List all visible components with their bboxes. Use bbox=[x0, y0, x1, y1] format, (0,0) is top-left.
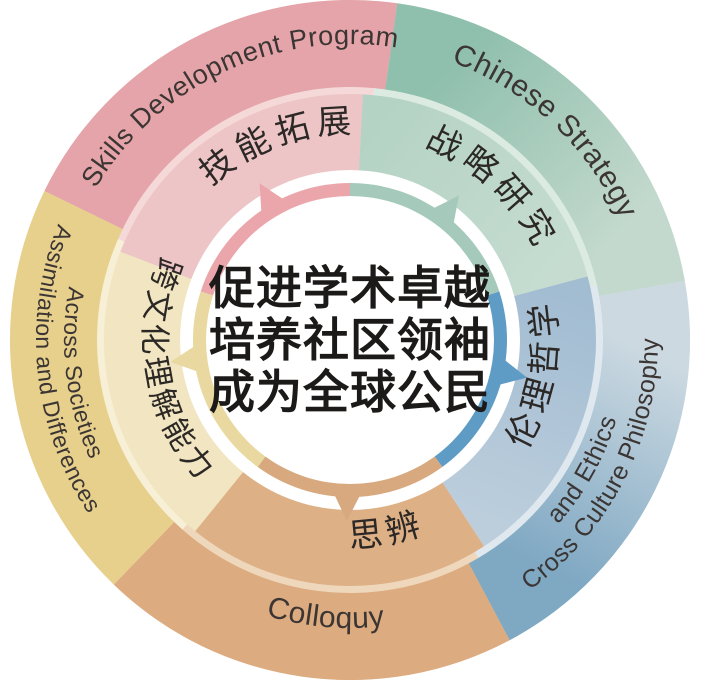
cycle-ring-cross-culture-philosophy-ethics bbox=[434, 291, 508, 468]
inner-band-colloquy bbox=[195, 472, 484, 586]
cycle-ring-assimilation-differences bbox=[192, 291, 266, 468]
outer-band-chinese-strategy bbox=[385, 3, 685, 297]
outer-band-colloquy bbox=[113, 521, 510, 680]
inner-band-assimilation-differences bbox=[104, 251, 244, 532]
outer-band-cross-culture-philosophy-ethics bbox=[468, 280, 690, 641]
outer-band-skills-development-program bbox=[44, 0, 398, 230]
outer-band-assimilation-differences bbox=[9, 190, 175, 585]
center-text-line-1: 促进学术卓越 bbox=[208, 262, 491, 314]
cycle-arrow-skills-development-program bbox=[259, 183, 289, 219]
inner-band-cross-culture-philosophy-ethics bbox=[442, 276, 597, 547]
inner-band-skills-development-program bbox=[120, 94, 363, 280]
inner-band-chinese-strategy bbox=[358, 94, 588, 296]
cycle-ring-colloquy bbox=[257, 456, 443, 498]
center-text-line-2: 培养社区领袖 bbox=[209, 314, 491, 366]
cycle-arrow-colloquy bbox=[331, 488, 364, 521]
cycle-arrow-assimilation-differences bbox=[170, 342, 204, 374]
cycle-ring-chinese-strategy bbox=[350, 183, 500, 296]
cycle-arrow-chinese-strategy bbox=[427, 195, 459, 231]
cycle-arrow-cross-culture-philosophy-ethics bbox=[492, 355, 528, 387]
center-text-line-3: 成为全球公民 bbox=[209, 366, 491, 418]
center-circle bbox=[208, 198, 492, 482]
